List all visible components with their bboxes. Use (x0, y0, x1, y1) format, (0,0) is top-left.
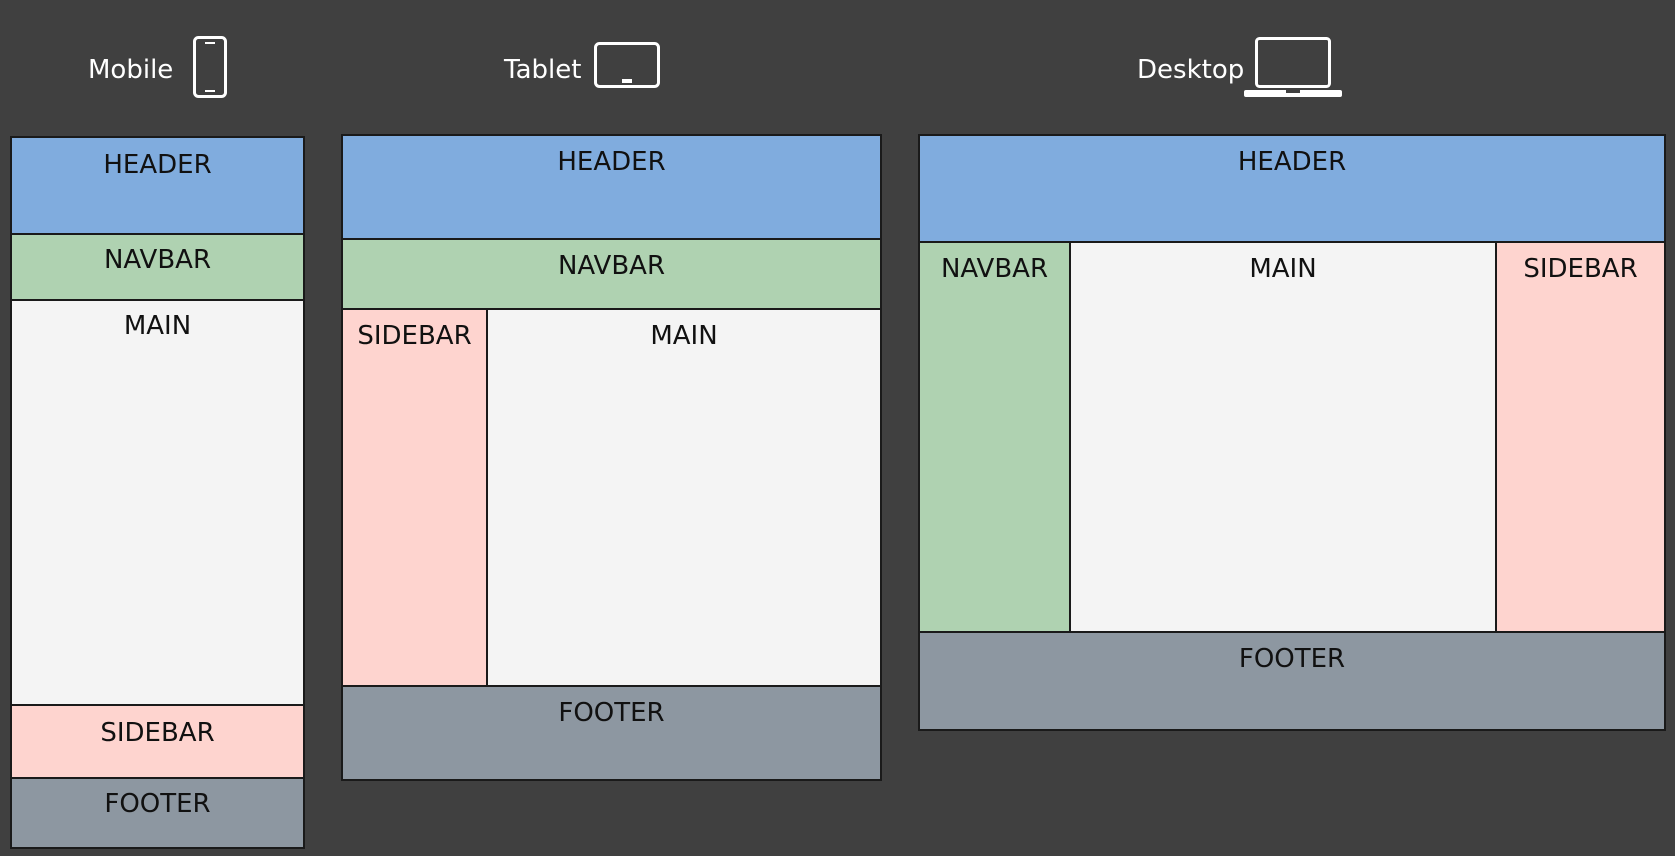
tablet-header: HEADER (343, 136, 880, 240)
mobile-title: Mobile (88, 55, 174, 85)
mobile-navbar-label: NAVBAR (103, 245, 212, 275)
desktop-title: Desktop (1137, 55, 1245, 85)
laptop-icon (1244, 37, 1342, 97)
mobile-navbar: NAVBAR (12, 235, 303, 301)
tablet-main: MAIN (488, 310, 880, 687)
tablet-icon (594, 42, 660, 88)
desktop-main: MAIN (1071, 243, 1497, 633)
desktop-header: HEADER (920, 136, 1664, 243)
desktop-main-label: MAIN (1249, 254, 1317, 284)
tablet-footer-label: FOOTER (558, 698, 665, 728)
mobile-header: HEADER (12, 138, 303, 235)
mobile-footer-label: FOOTER (104, 789, 211, 819)
tablet-main-label: MAIN (650, 321, 718, 351)
desktop-footer-label: FOOTER (1238, 644, 1346, 674)
tablet-layout: HEADER NAVBAR SIDEBAR MAIN FOOTER (341, 134, 882, 781)
tablet-sidebar-label: SIDEBAR (357, 321, 472, 351)
mobile-header-label: HEADER (103, 150, 212, 180)
mobile-sidebar: SIDEBAR (12, 706, 303, 779)
desktop-navbar: NAVBAR (920, 243, 1071, 633)
tablet-navbar: NAVBAR (343, 240, 880, 310)
tablet-header-label: HEADER (557, 147, 666, 177)
mobile-footer: FOOTER (12, 779, 303, 847)
mobile-layout: HEADER NAVBAR MAIN SIDEBAR FOOTER (10, 136, 305, 849)
tablet-footer: FOOTER (343, 687, 880, 779)
desktop-sidebar-label: SIDEBAR (1523, 254, 1638, 284)
mobile-main-label: MAIN (123, 311, 192, 341)
desktop-footer: FOOTER (920, 633, 1664, 729)
desktop-layout: HEADER NAVBAR MAIN SIDEBAR FOOTER (918, 134, 1666, 731)
mobile-main: MAIN (12, 301, 303, 706)
desktop-sidebar: SIDEBAR (1497, 243, 1664, 633)
desktop-navbar-label: NAVBAR (940, 254, 1049, 284)
tablet-sidebar: SIDEBAR (343, 310, 488, 687)
mobile-sidebar-label: SIDEBAR (100, 718, 215, 748)
desktop-header-label: HEADER (1237, 147, 1347, 177)
tablet-navbar-label: NAVBAR (557, 251, 666, 281)
tablet-title: Tablet (504, 55, 582, 85)
phone-icon (193, 36, 227, 98)
